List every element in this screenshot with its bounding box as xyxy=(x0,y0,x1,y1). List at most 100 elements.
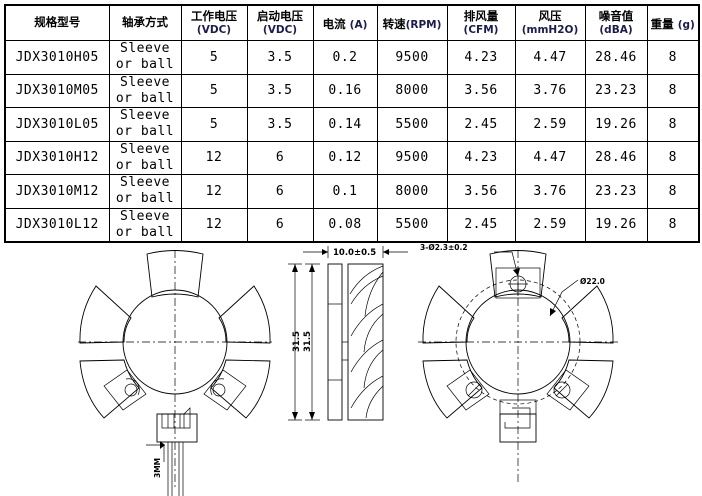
cell-start-voltage: 6 xyxy=(246,174,314,209)
cell-current: 0.08 xyxy=(312,207,378,243)
column-header-speed-unit: (RPM) xyxy=(405,18,442,31)
column-header-pressure-label: 风压 xyxy=(538,9,562,24)
cell-noise: 28.46 xyxy=(584,140,648,175)
cell-model: JDX3010H05 xyxy=(4,40,110,75)
column-header-pressure-unit: (mmH2O) xyxy=(521,23,579,36)
cell-pressure: 2.59 xyxy=(514,207,586,243)
cell-pressure: 4.47 xyxy=(514,40,586,75)
column-header-start-voltage: 启动电压 (VDC) xyxy=(246,4,314,41)
column-header-bearing-label: 轴承方式 xyxy=(122,15,168,30)
cell-weight: 8 xyxy=(646,174,700,209)
cell-speed: 8000 xyxy=(376,174,448,209)
side-view-thickness-dimension-label: 10.0±0.5 xyxy=(333,248,376,258)
cell-airflow: 2.45 xyxy=(446,207,516,243)
cell-noise: 28.46 xyxy=(584,40,648,75)
column-header-airflow-unit: (CFM) xyxy=(463,23,499,36)
front-view-connector xyxy=(156,407,198,443)
cell-airflow: 4.23 xyxy=(446,140,516,175)
side-view-height-dimension-label: 31.5 xyxy=(303,331,313,352)
cell-pressure: 2.59 xyxy=(514,107,586,142)
cell-speed: 9500 xyxy=(376,140,448,175)
cell-speed: 5500 xyxy=(376,207,448,243)
cell-working-voltage: 12 xyxy=(180,174,248,209)
column-header-current-unit: (A) xyxy=(349,18,368,31)
column-header-current-label: 电流 xyxy=(322,16,346,31)
rear-view-diameter-callout: Ø22.0 xyxy=(549,277,605,317)
specification-table: 规格型号 轴承方式 工作电压 (VDC) 启动电压 (VDC) 电流 (A) xyxy=(4,4,700,243)
cell-speed: 9500 xyxy=(376,40,448,75)
cell-bearing: Sleeve or ball xyxy=(108,40,182,75)
cell-weight: 8 xyxy=(646,107,700,142)
column-header-noise: 噪音值 (dBA) xyxy=(584,4,648,41)
column-header-noise-label: 噪音值 xyxy=(598,9,634,24)
side-view-blade-profiles xyxy=(349,265,384,419)
side-view-frame-plate xyxy=(327,263,343,421)
specification-table-container: 规格型号 轴承方式 工作电压 (VDC) 启动电压 (VDC) 电流 (A) xyxy=(4,4,700,243)
cell-pressure: 3.76 xyxy=(514,174,586,209)
cell-bearing: Sleeve or ball xyxy=(108,174,182,209)
cell-start-voltage: 3.5 xyxy=(246,40,314,75)
technical-drawings-area: 3MM 31.5 10.0±0.5 xyxy=(0,232,702,496)
cell-weight: 8 xyxy=(646,140,700,175)
front-view-height-dimension: 31.5 xyxy=(288,263,302,421)
cell-noise: 19.26 xyxy=(584,207,648,243)
cell-airflow: 2.45 xyxy=(446,107,516,142)
rear-view-hole-callout: 3-Ø2.3±0.2 xyxy=(420,243,520,277)
cell-bearing: Sleeve or ball xyxy=(108,73,182,108)
fan-side-view: 10.0±0.5 xyxy=(303,246,408,421)
rear-view-mount-hole-lower-right xyxy=(546,369,590,411)
cell-working-voltage: 12 xyxy=(180,207,248,243)
column-header-start-voltage-label: 启动电压 xyxy=(257,9,303,24)
front-view-wire-dimension: 3MM xyxy=(146,441,165,478)
cell-pressure: 3.76 xyxy=(514,73,586,108)
cell-weight: 8 xyxy=(646,207,700,243)
cell-working-voltage: 12 xyxy=(180,140,248,175)
cell-current: 0.14 xyxy=(312,107,378,142)
front-view-lead-wires xyxy=(167,442,184,496)
cell-model: JDX3010L05 xyxy=(4,107,110,142)
side-view-thickness-dimension: 10.0±0.5 xyxy=(303,246,408,258)
cell-noise: 23.23 xyxy=(584,174,648,209)
cell-pressure: 4.47 xyxy=(514,140,586,175)
table-header-row: 规格型号 轴承方式 工作电压 (VDC) 启动电压 (VDC) 电流 (A) xyxy=(4,4,700,41)
cell-working-voltage: 5 xyxy=(180,73,248,108)
cell-airflow: 4.23 xyxy=(446,40,516,75)
cell-bearing: Sleeve or ball xyxy=(108,207,182,243)
cell-noise: 19.26 xyxy=(584,107,648,142)
cell-model: JDX3010M12 xyxy=(4,174,110,209)
cell-current: 0.1 xyxy=(312,174,378,209)
column-header-airflow: 排风量 (CFM) xyxy=(446,4,516,41)
column-header-working-voltage: 工作电压 (VDC) xyxy=(180,4,248,41)
front-view-mount-tab-right xyxy=(203,369,247,411)
cell-start-voltage: 3.5 xyxy=(246,107,314,142)
cell-model: JDX3010H12 xyxy=(4,140,110,175)
column-header-model: 规格型号 xyxy=(4,4,110,41)
fan-front-view: 3MM 31.5 xyxy=(78,250,302,496)
cell-bearing: Sleeve or ball xyxy=(108,140,182,175)
column-header-noise-unit: (dBA) xyxy=(599,23,633,36)
cell-speed: 5500 xyxy=(376,107,448,142)
cell-start-voltage: 3.5 xyxy=(246,73,314,108)
column-header-pressure: 风压 (mmH2O) xyxy=(514,4,586,41)
cell-model: JDX3010L12 xyxy=(4,207,110,243)
cell-current: 0.2 xyxy=(312,40,378,75)
cell-start-voltage: 6 xyxy=(246,140,314,175)
column-header-bearing: 轴承方式 xyxy=(108,4,182,41)
column-header-working-voltage-label: 工作电压 xyxy=(191,9,237,24)
fan-rear-view: 3-Ø2.3±0.2 Ø22.0 xyxy=(418,243,618,482)
cell-airflow: 3.56 xyxy=(446,73,516,108)
cell-noise: 23.23 xyxy=(584,73,648,108)
column-header-weight-unit: (g) xyxy=(677,18,695,31)
column-header-working-voltage-unit: (VDC) xyxy=(196,23,232,36)
front-view-height-dimension-label: 31.5 xyxy=(292,331,302,352)
front-view-wire-dimension-label: 3MM xyxy=(153,458,162,478)
rear-view-mount-hole-lower-left xyxy=(446,369,490,411)
side-view-height-dimension: 31.5 xyxy=(303,263,320,421)
column-header-speed: 转速(RPM) xyxy=(376,4,448,41)
cell-weight: 8 xyxy=(646,73,700,108)
